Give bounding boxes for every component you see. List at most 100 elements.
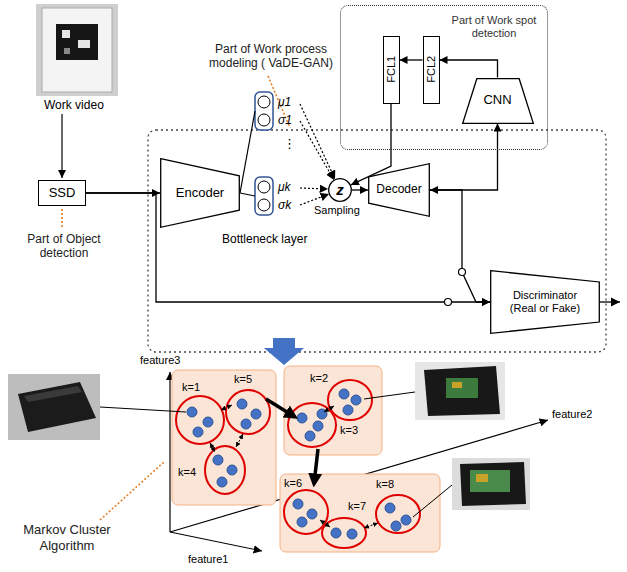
- encoder-block: Encoder: [160, 158, 240, 228]
- laptop-edge: [24, 386, 82, 402]
- latent-parameter: σ1: [278, 113, 292, 127]
- node-label: CNN: [483, 93, 511, 108]
- transition-arrow: [210, 443, 215, 452]
- ellipsis-mark: ⋮: [283, 136, 296, 152]
- switch-contact: [445, 299, 452, 306]
- cluster-ellipse: [322, 518, 366, 548]
- group-transition-arrow: [314, 449, 318, 484]
- cluster-label: k=3: [340, 424, 358, 437]
- bottleneck-unit: [255, 92, 273, 130]
- work-photo: [415, 362, 505, 420]
- axis-label: feature2: [552, 408, 592, 421]
- photo-leader: [413, 485, 452, 517]
- axis-label: feature3: [140, 354, 180, 367]
- cluster-label: k=8: [376, 478, 394, 491]
- circuit-board: [446, 378, 478, 398]
- device-plate: [56, 24, 98, 60]
- latent-parameter: σk: [278, 198, 291, 212]
- sampling-arrow: [300, 194, 329, 205]
- input-arrow: [61, 114, 62, 178]
- data-point: [213, 455, 223, 465]
- cluster-group: [280, 474, 440, 552]
- encoder-block-shape: [161, 159, 240, 228]
- photo-ground: [415, 362, 505, 420]
- fan-line: [240, 193, 255, 196]
- photo-ground: [8, 374, 100, 440]
- connector: [430, 190, 490, 302]
- transition-arrow: [236, 434, 243, 447]
- data-point: [343, 405, 353, 415]
- data-point: [317, 409, 327, 419]
- decoder-block: Decoder: [368, 163, 430, 217]
- device-panel: [42, 8, 112, 92]
- data-point: [203, 417, 213, 427]
- cluster-label: k=4: [178, 466, 196, 479]
- laptop-body: [460, 462, 526, 506]
- transition-arrow: [320, 520, 330, 527]
- sampling-arrow: [300, 121, 334, 180]
- board-part: [476, 474, 488, 482]
- leader-line: [61, 209, 63, 229]
- transition-arrow: [324, 406, 334, 412]
- cluster-ellipse: [205, 446, 245, 494]
- laptop-body: [424, 366, 500, 416]
- fc-layer: FCL2: [423, 36, 440, 104]
- module-callout: Part of Work process modeling ( VaDE-GAN…: [205, 42, 337, 71]
- photo-leader: [100, 407, 186, 412]
- ssd-box: SSD: [38, 180, 86, 206]
- node-label: SSD: [49, 186, 76, 201]
- neuron: [258, 114, 270, 126]
- node-label: z: [336, 181, 344, 198]
- device-part: [78, 40, 90, 48]
- cluster-group: [284, 366, 382, 455]
- module-region: [148, 130, 606, 352]
- fan-line: [240, 111, 255, 193]
- data-point: [187, 407, 197, 417]
- cluster-ellipses: [176, 380, 420, 548]
- data-point: [293, 499, 303, 509]
- axis-line: [169, 372, 170, 532]
- connector: [440, 60, 498, 78]
- latent-node-shape: [329, 179, 352, 202]
- work-photo: [452, 458, 530, 510]
- data-point: [391, 521, 401, 531]
- fc-layer: FCL1: [383, 36, 400, 104]
- cluster-ellipse: [376, 495, 420, 533]
- device-part: [62, 30, 70, 38]
- connector: [352, 189, 368, 190]
- cluster-label: k=6: [284, 477, 302, 490]
- module-callout: Part of Object detection: [14, 232, 114, 261]
- data-point: [251, 409, 261, 419]
- data-point: [297, 517, 307, 527]
- neuron: [258, 96, 270, 108]
- discriminator-block-shape: [491, 271, 600, 334]
- node-label: FCL2: [425, 56, 438, 83]
- data-point: [297, 413, 307, 423]
- board-part: [452, 382, 462, 388]
- cnn-block: CNN: [462, 78, 534, 124]
- neuron: [258, 181, 270, 193]
- laptop-body: [18, 382, 96, 432]
- node-label: Decoder: [376, 183, 421, 197]
- data-point: [237, 399, 247, 409]
- cluster-ellipse: [284, 490, 328, 534]
- latent-node: z: [328, 178, 352, 202]
- cluster-label: k=7: [348, 500, 366, 513]
- transition-arrow: [221, 405, 232, 410]
- cnn-block-shape: [462, 78, 533, 123]
- method-callout: Markov Cluster Algorithm: [8, 522, 126, 553]
- data-point: [305, 431, 315, 441]
- connector: [430, 124, 498, 191]
- axis-line: [170, 532, 262, 551]
- output-arrow: [600, 301, 620, 302]
- node-label: Discriminator (Real or Fake): [503, 289, 587, 314]
- cluster-label: k=5: [234, 373, 252, 386]
- bottleneck-unit: [255, 177, 273, 215]
- photo-leader: [364, 392, 415, 399]
- data-point: [351, 395, 361, 405]
- photo-ground: [452, 458, 530, 510]
- node-label: Encoder: [176, 186, 224, 201]
- work-photo: [8, 374, 100, 440]
- data-point: [241, 419, 251, 429]
- cluster-ellipse: [288, 403, 336, 447]
